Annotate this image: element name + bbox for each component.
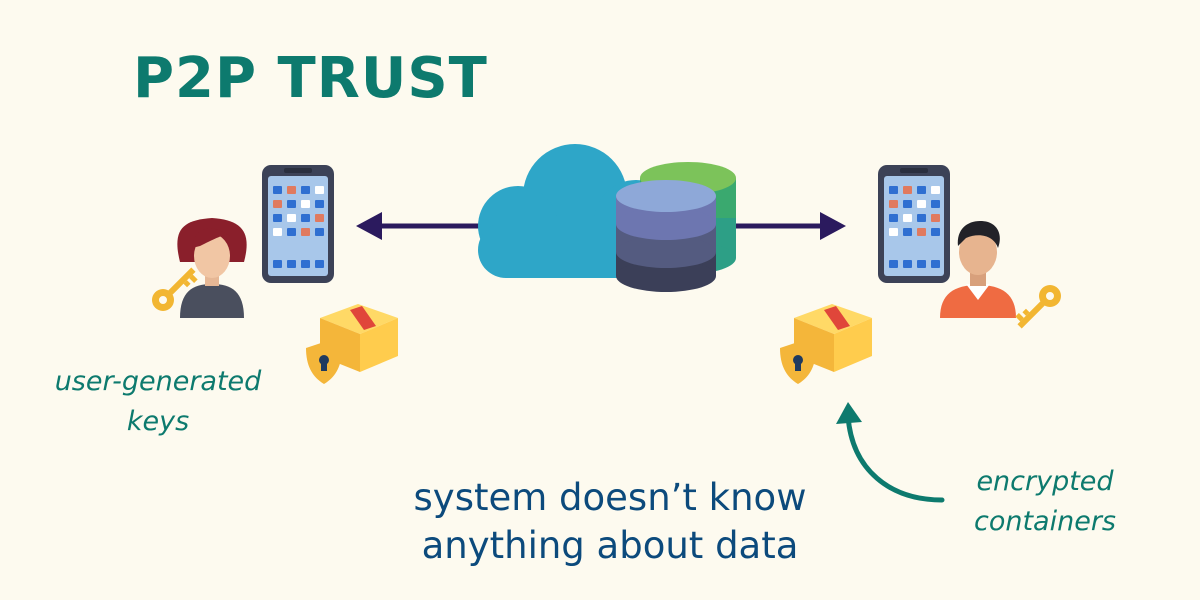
right-key-icon [1015,285,1061,329]
headline-text: system doesn’t know anything about data [330,474,890,570]
left-key-icon [152,267,198,311]
annotation-line: encrypted [976,466,1114,497]
woman-avatar-icon [177,218,247,318]
diagram-title: P2P TRUST [133,46,488,111]
annotation-arrow [836,402,945,503]
right-package-icon [794,304,872,372]
database-icon [616,162,736,292]
left-phone-icon [262,165,334,283]
left-arrow [356,212,480,240]
left-shield-lock-icon [306,342,342,384]
right-shield-lock-icon [780,342,816,384]
headline-line: anything about data [421,524,799,567]
annotation-encrypted-containers: encrypted containers [935,462,1155,542]
man-avatar-icon [940,221,1016,318]
annotation-line: keys [126,406,190,437]
annotation-line: user-generated [54,366,262,397]
right-arrow [720,212,846,240]
right-phone-icon [878,165,950,283]
headline-line: system doesn’t know [413,476,807,519]
annotation-line: containers [973,506,1116,537]
annotation-user-generated-keys: user-generated keys [28,362,288,442]
